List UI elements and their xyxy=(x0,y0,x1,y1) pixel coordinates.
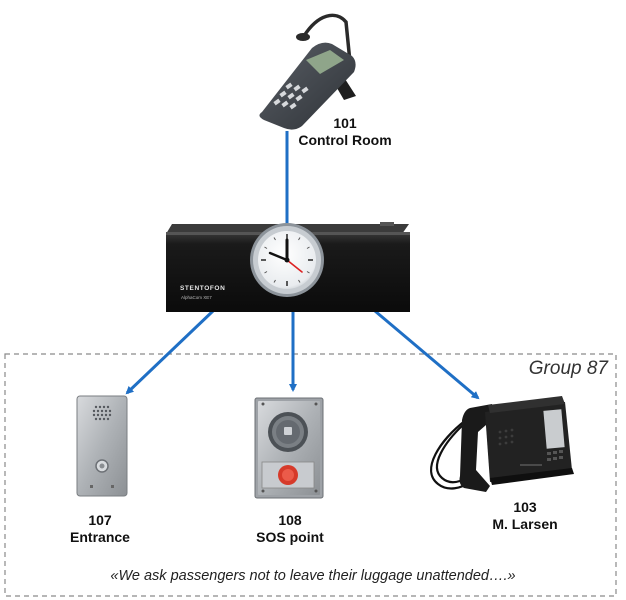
node-number: 108 xyxy=(278,512,302,528)
connector-m-larsen xyxy=(374,309,480,400)
node-label-sos-point: 108 SOS point xyxy=(240,512,340,546)
master-model: AlphaCom XE7 xyxy=(181,295,212,300)
node-name: SOS point xyxy=(256,529,324,545)
master-brand: STENTOFON xyxy=(180,285,225,292)
group-title: Group 87 xyxy=(528,358,608,379)
announcement-text: «We ask passengers not to leave their lu… xyxy=(110,568,516,584)
node-label-m-larsen: 103 M. Larsen xyxy=(470,499,580,533)
node-number: 107 xyxy=(88,512,112,528)
node-name: M. Larsen xyxy=(492,516,558,532)
sos-station-icon xyxy=(254,397,324,499)
desk-phone-icon xyxy=(430,396,574,492)
intercom-panel-icon xyxy=(76,395,128,497)
group-border xyxy=(4,353,617,597)
node-label-entrance: 107 Entrance xyxy=(55,512,145,546)
node-label-control-room: 101 Control Room xyxy=(270,115,420,149)
node-number: 103 xyxy=(513,499,537,515)
node-number: 101 xyxy=(333,115,357,131)
speaker-grille xyxy=(92,405,112,421)
node-name: Control Room xyxy=(298,132,392,148)
connector-entrance xyxy=(125,309,215,395)
clock-icon xyxy=(250,223,324,297)
desk-console-icon xyxy=(259,13,356,130)
node-name: Entrance xyxy=(70,529,130,545)
